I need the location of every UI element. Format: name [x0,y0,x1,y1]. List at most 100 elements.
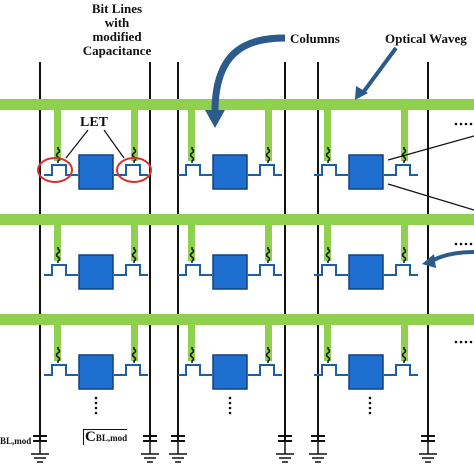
memory-cell-r1-c3 [314,110,418,190]
light-stub-right [401,225,408,261]
dot [459,340,463,344]
memory-cell-r3-c2 [178,325,282,390]
light-stub-right [265,225,272,261]
continuation-dots-col2 [228,396,232,415]
dot [94,411,98,415]
photodetector-lead-right [131,147,137,163]
access-transistor-left [44,264,78,276]
dot [454,340,458,344]
photodetector-lead-left [189,147,195,163]
memory-cell-r2-c1 [44,225,148,290]
waveguide-arrow-head [355,86,368,100]
dot [94,396,98,400]
continuation-dots-row3 [454,340,473,344]
memory-cell-r3-c1 [44,325,148,390]
storage-cell [348,254,384,290]
ground-symbol-6 [419,435,437,463]
optical-waveguide-3 [0,314,474,325]
light-stub-right [401,110,408,161]
memory-cell-r1-c2 [178,110,282,190]
dot [368,406,372,410]
continuation-dots-row1 [454,122,473,126]
continuation-dots-col1 [94,396,98,415]
let-pointer-left [65,129,89,159]
dot [94,406,98,410]
dot [464,122,468,126]
continuation-dots-col3 [368,396,372,415]
access-transistor-right [114,164,148,176]
access-transistor-right [384,264,418,276]
dot [368,401,372,405]
dot [469,242,473,246]
storage-cell [78,254,114,290]
photodetector-lead-left [189,247,195,263]
photodetector-lead-right [131,347,137,363]
optical-waveguide-1 [0,99,474,110]
light-stub-left [54,325,61,361]
photodetector-lead-right [401,347,407,363]
access-transistor-left [178,264,212,276]
storage-cell [348,354,384,390]
annotations [37,34,474,415]
photodetector-lead-left [325,147,331,163]
light-stub-left [188,325,195,361]
memory-cell-r1-c1 [44,110,148,190]
access-transistor-left [314,164,348,176]
capacitance-label-right: CBL,mod [83,429,128,445]
let-pointer-right [103,129,125,159]
light-stub-right [265,110,272,161]
dot [368,411,372,415]
photodetector-lead-left [55,247,61,263]
dot [454,122,458,126]
access-transistor-left [44,364,78,376]
light-stub-left [324,325,331,361]
ground-symbol-1 [31,435,49,463]
bit-lines [39,62,429,440]
photodetector-lead-right [401,247,407,263]
dot [368,396,372,400]
dot [459,122,463,126]
memory-cells [44,110,418,390]
access-transistor-right [384,164,418,176]
light-stub-right [131,325,138,361]
ground-symbol-2 [141,435,159,463]
access-transistor-right [384,364,418,376]
access-transistor-left [314,264,348,276]
dot [228,396,232,400]
memory-cell-r3-c3 [314,325,418,390]
optical-waveguide-2 [0,214,474,225]
light-stub-right [131,225,138,261]
columns-arrow-shaft [211,34,286,113]
light-stub-left [188,225,195,261]
light-stub-right [401,325,408,361]
dot [228,406,232,410]
optical-waveguide-label: Optical Waveg [385,31,467,46]
dot [94,401,98,405]
photodetector-lead-left [55,347,61,363]
light-stub-left [54,110,61,161]
photodetector-lead-right [265,247,271,263]
memory-cell-r2-c3 [314,225,418,290]
dot [228,401,232,405]
let-highlight-left [37,157,73,183]
right-arrow-head [422,254,436,268]
storage-cell [348,154,384,190]
detail-pointer-upper [387,135,474,161]
photodetector-lead-left [325,347,331,363]
ground-symbol-4 [276,435,294,463]
storage-cell [78,154,114,190]
light-stub-left [324,110,331,161]
photodetector-lead-right [265,347,271,363]
dot [464,242,468,246]
photodetector-lead-right [265,147,271,163]
access-transistor-right [248,164,282,176]
storage-cell [212,154,248,190]
photodetector-lead-right [131,247,137,263]
light-stub-left [188,110,195,161]
capacitance-label-left: BL,mod [0,436,32,446]
dot [469,340,473,344]
dot [228,411,232,415]
storage-cell [212,254,248,290]
columns-arrow-head [205,110,225,128]
detail-pointer-lower [387,183,474,211]
